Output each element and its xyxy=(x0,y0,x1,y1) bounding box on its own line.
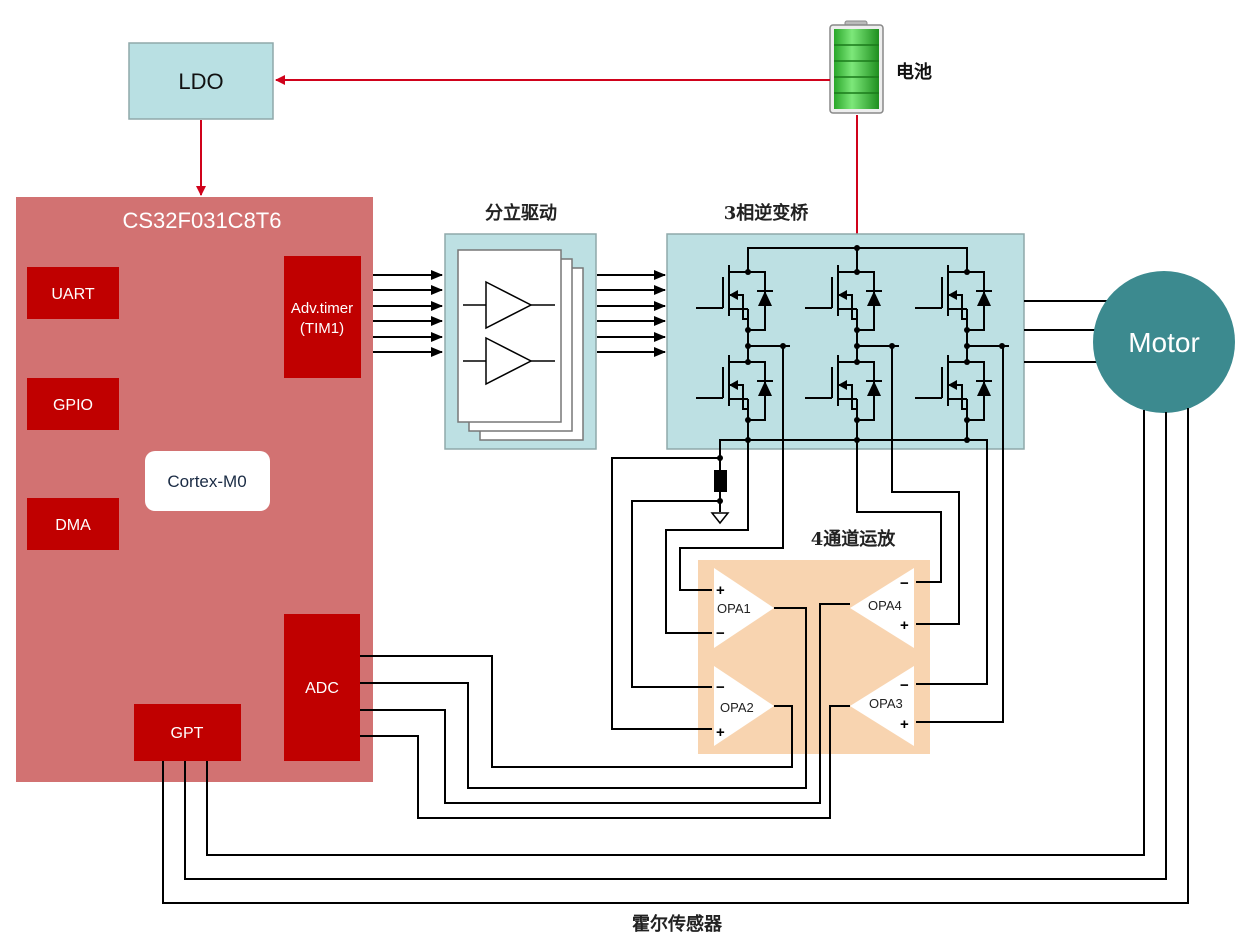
uart-label: UART xyxy=(51,286,94,303)
opa2-minus: − xyxy=(716,679,725,696)
opa2-plus: + xyxy=(716,724,725,741)
diode-icon xyxy=(758,291,772,306)
diode-icon xyxy=(867,291,881,306)
gate-signals-to-bridge xyxy=(597,270,666,357)
adc-wires xyxy=(360,603,850,819)
bridge-leg xyxy=(915,264,1009,443)
bridge-title: 3相逆变桥 xyxy=(724,202,810,224)
gpio-block: GPIO xyxy=(27,378,119,430)
opa3: OPA3 − + xyxy=(850,666,914,746)
gpio-label: GPIO xyxy=(53,397,93,414)
cortex-m0-block: Cortex-M0 xyxy=(145,451,270,511)
opa1-minus: − xyxy=(716,625,725,642)
cortex-m0-label: Cortex-M0 xyxy=(167,472,246,491)
ldo-block: LDO xyxy=(128,42,274,120)
opa2-label: OPA2 xyxy=(720,700,754,715)
mcu-block: CS32F031C8T6 UART GPIO DMA Cortex-M0 Adv… xyxy=(16,197,373,782)
adc-label: ADC xyxy=(305,680,339,697)
diode-icon xyxy=(867,381,881,396)
mcu-title: CS32F031C8T6 xyxy=(123,208,282,233)
ldo-label: LDO xyxy=(178,69,223,94)
opa3-label: OPA3 xyxy=(869,696,903,711)
battery-label: 电池 xyxy=(896,61,932,83)
opa3-minus: − xyxy=(900,677,909,694)
mosfet-icon xyxy=(915,264,992,333)
shunt-resistor xyxy=(714,455,727,512)
mosfet-icon xyxy=(805,354,882,423)
hall-sensor-label: 霍尔传感器 xyxy=(632,913,723,935)
dma-block: DMA xyxy=(27,498,119,550)
hall-sensor-wires xyxy=(162,408,1189,904)
bridge-leg xyxy=(696,264,790,443)
motor-label: Motor xyxy=(1128,327,1200,358)
opa1-label: OPA1 xyxy=(717,601,751,616)
diode-icon xyxy=(977,381,991,396)
mosfet-icon xyxy=(915,354,992,423)
opa4-label: OPA4 xyxy=(868,598,902,613)
gpt-block: GPT xyxy=(134,704,241,761)
ground-icon xyxy=(710,512,730,525)
phase-wires xyxy=(1024,300,1107,363)
mosfet-icon xyxy=(696,264,773,333)
opa1-plus: + xyxy=(716,582,725,599)
dma-label: DMA xyxy=(55,517,91,534)
adv-timer-label: Adv.timer xyxy=(291,300,353,317)
pwm-signals-to-driver xyxy=(373,270,443,357)
bridge-leg xyxy=(805,264,899,443)
opa3-plus: + xyxy=(900,716,909,733)
adc-block: ADC xyxy=(284,614,360,761)
opa2: OPA2 − + xyxy=(714,666,774,746)
bridge-block xyxy=(666,233,1025,458)
uart-block: UART xyxy=(27,267,119,319)
adv-timer-sublabel: (TIM1) xyxy=(300,320,344,337)
driver-buffer-icon xyxy=(463,280,555,330)
battery-icon xyxy=(829,20,884,114)
diode-icon xyxy=(758,381,772,396)
opamp-block-title: 4通道运放 xyxy=(811,528,897,550)
opa4-minus: − xyxy=(900,575,909,592)
motor: Motor xyxy=(1093,271,1235,413)
adv-timer-block: Adv.timer (TIM1) xyxy=(284,256,361,378)
diode-icon xyxy=(977,291,991,306)
gpt-label: GPT xyxy=(171,725,204,742)
driver-title: 分立驱动 xyxy=(485,202,557,224)
opa4-plus: + xyxy=(900,617,909,634)
opa1: OPA1 + − xyxy=(714,568,774,648)
current-sense-wires xyxy=(611,346,1004,730)
opa4: OPA4 − + xyxy=(850,568,914,648)
driver-block xyxy=(444,233,597,450)
driver-buffer-icon xyxy=(463,336,555,386)
